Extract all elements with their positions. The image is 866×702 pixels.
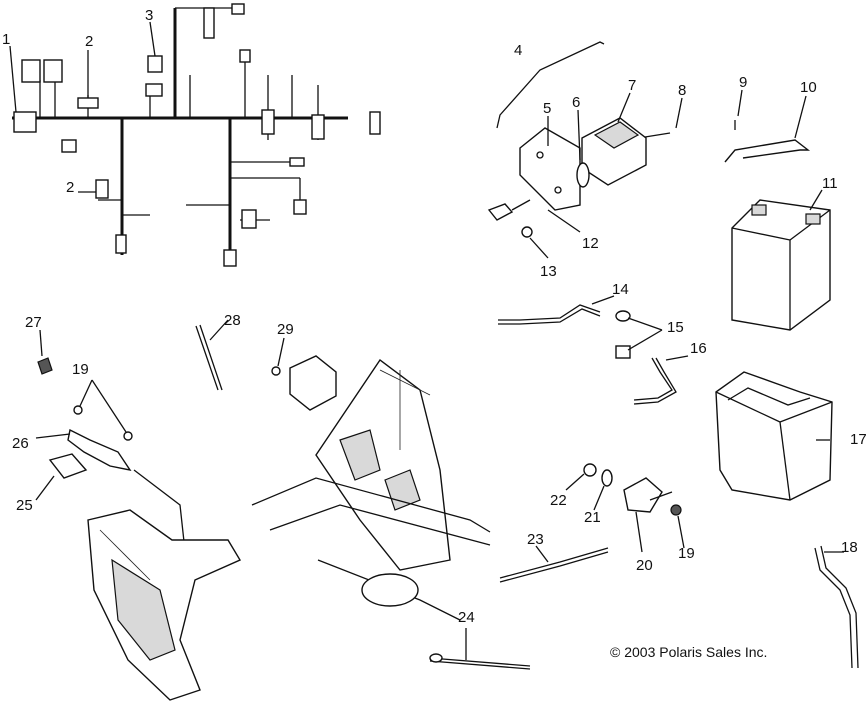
callout-5: 5: [543, 100, 551, 117]
callout-3: 3: [145, 7, 153, 24]
callout-12: 12: [582, 235, 599, 252]
callout-19b: 19: [678, 545, 695, 562]
callout-2a: 2: [85, 33, 93, 50]
leader-lines: [9, 21, 844, 660]
callout-9: 9: [739, 74, 747, 91]
callout-21: 21: [584, 509, 601, 526]
callout-11: 11: [822, 175, 838, 192]
callout-22: 22: [550, 492, 567, 509]
bolt-relay: [195, 324, 337, 411]
callout-23: 23: [527, 531, 544, 548]
callout-14: 14: [612, 281, 629, 298]
callout-6: 6: [572, 94, 580, 111]
wiring-harness: [12, 3, 381, 267]
callout-labels: 1 2 2 3 4 5 6 7 8 9 10 11 12 13 14 15 16…: [2, 7, 866, 660]
callout-20: 20: [636, 557, 653, 574]
copyright-text: © 2003 Polaris Sales Inc.: [610, 644, 767, 660]
battery: [731, 199, 831, 331]
solenoid: [499, 463, 682, 583]
callout-1: 1: [2, 31, 10, 48]
callout-28: 28: [224, 312, 241, 329]
callout-10: 10: [800, 79, 817, 96]
left-brackets: [37, 357, 133, 479]
callout-19a: 19: [72, 361, 89, 378]
callout-4: 4: [514, 42, 522, 59]
bracket-assembly: [487, 41, 811, 238]
battery-box: [715, 371, 833, 501]
vent-tube: [814, 545, 859, 669]
callout-15: 15: [667, 319, 684, 336]
callout-18: 18: [841, 539, 858, 556]
frame: [251, 358, 491, 621]
callout-27: 27: [25, 314, 42, 331]
callout-2b: 2: [66, 179, 74, 196]
callout-17: 17: [850, 431, 866, 448]
callout-24: 24: [458, 609, 475, 626]
callout-8: 8: [678, 82, 686, 99]
callout-26: 26: [12, 435, 29, 452]
battery-cables: [498, 304, 677, 405]
lead-cable: [429, 653, 531, 670]
callout-25: 25: [16, 497, 33, 514]
callout-29: 29: [277, 321, 294, 338]
callout-7: 7: [628, 77, 636, 94]
callout-13: 13: [540, 263, 557, 280]
callout-16: 16: [690, 340, 707, 357]
front-rack: [87, 469, 242, 701]
